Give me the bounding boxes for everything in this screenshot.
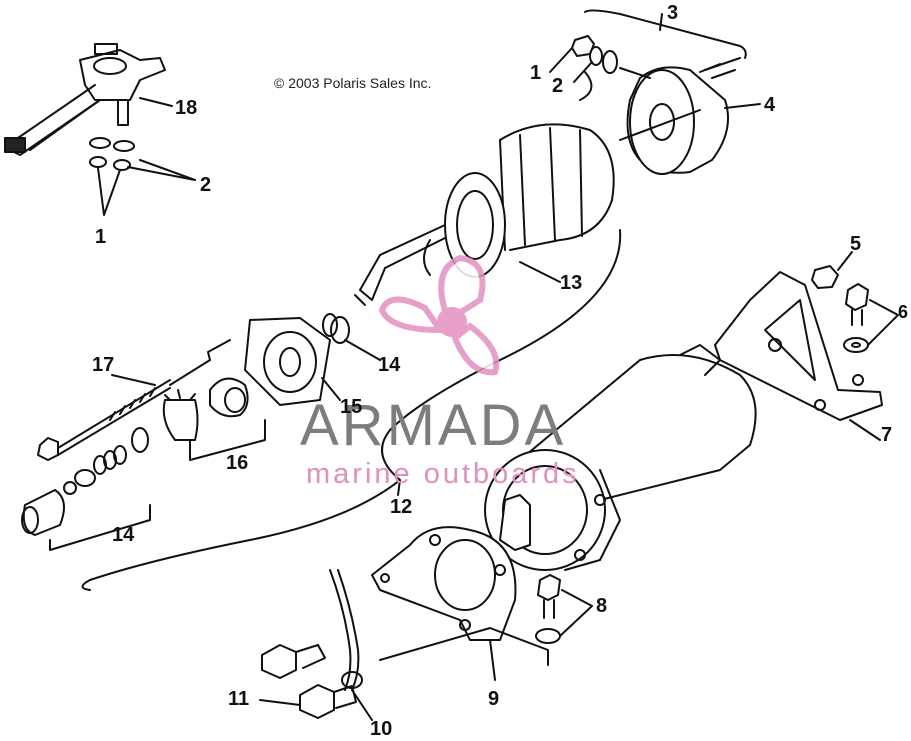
mounting-bracket-part xyxy=(714,271,883,421)
callout-10: 10 xyxy=(370,718,393,740)
watermark-subtitle: marine outboards xyxy=(306,458,580,490)
callout-18: 18 xyxy=(175,97,198,119)
callout-14: 14 xyxy=(378,354,401,376)
callout-9: 9 xyxy=(488,688,500,710)
leader-line xyxy=(344,339,381,361)
front-housing-part xyxy=(244,317,331,406)
callout-5: 5 xyxy=(850,233,862,255)
assembly-bracket xyxy=(584,9,747,59)
bearing-washers xyxy=(322,313,350,344)
leader-line xyxy=(619,109,701,141)
bolt-washer-part-6 xyxy=(843,283,869,353)
callout-4: 4 xyxy=(764,94,776,116)
assembly-outline xyxy=(379,627,549,666)
callout-1: 1 xyxy=(95,226,107,248)
nut-washer-top xyxy=(571,35,618,101)
drive-gear-part xyxy=(162,377,249,441)
callout-6: 6 xyxy=(898,302,909,322)
bolt-washer-part-8 xyxy=(535,574,561,644)
assembly-bracket xyxy=(49,504,151,551)
callout-2: 2 xyxy=(552,75,564,97)
leader-line xyxy=(321,377,341,401)
callout-17: 17 xyxy=(92,354,115,376)
leader-line xyxy=(659,13,663,31)
leader-line xyxy=(97,167,121,216)
watermark-title: ARMADA xyxy=(300,393,567,458)
callout-12: 12 xyxy=(390,496,413,518)
callout-14: 14 xyxy=(112,524,135,546)
callout-15: 15 xyxy=(340,396,363,418)
assembly-bracket xyxy=(189,419,266,461)
leader-line xyxy=(489,639,496,681)
leader-line xyxy=(549,47,593,83)
leader-line xyxy=(837,251,853,271)
through-bolt-part xyxy=(37,379,171,461)
leader-line xyxy=(259,699,301,706)
callout-1: 1 xyxy=(530,62,542,84)
callout-7: 7 xyxy=(881,424,893,446)
leader-line xyxy=(867,299,899,346)
callout-13: 13 xyxy=(560,272,583,294)
callout-2: 2 xyxy=(200,174,212,196)
spring-collar-part xyxy=(21,427,149,536)
copyright-notice: © 2003 Polaris Sales Inc. xyxy=(274,75,432,91)
propeller-logo xyxy=(378,254,500,376)
callout-16: 16 xyxy=(226,452,249,474)
leader-line xyxy=(849,419,881,441)
lower-bracket-part xyxy=(371,526,517,641)
leader-line xyxy=(351,689,373,721)
leader-line xyxy=(519,261,561,283)
callout-11: 11 xyxy=(228,688,250,710)
nut-part-5 xyxy=(811,265,839,289)
callout-8: 8 xyxy=(596,595,608,617)
leader-line xyxy=(397,479,401,496)
leader-line xyxy=(559,589,593,637)
armature-part xyxy=(354,123,615,306)
leader-line xyxy=(139,97,173,107)
cable-terminal-part xyxy=(329,569,363,691)
leader-line xyxy=(724,103,761,109)
starter-motor-part xyxy=(484,344,757,571)
washers-set-18 xyxy=(89,137,135,171)
assembly-outline xyxy=(169,339,231,386)
leader-line xyxy=(111,374,156,386)
callout-3: 3 xyxy=(667,2,679,24)
assembly-outline xyxy=(81,229,622,591)
leader-line xyxy=(127,159,196,181)
solenoid-switch-part xyxy=(4,43,166,156)
end-cap-part xyxy=(619,57,741,175)
